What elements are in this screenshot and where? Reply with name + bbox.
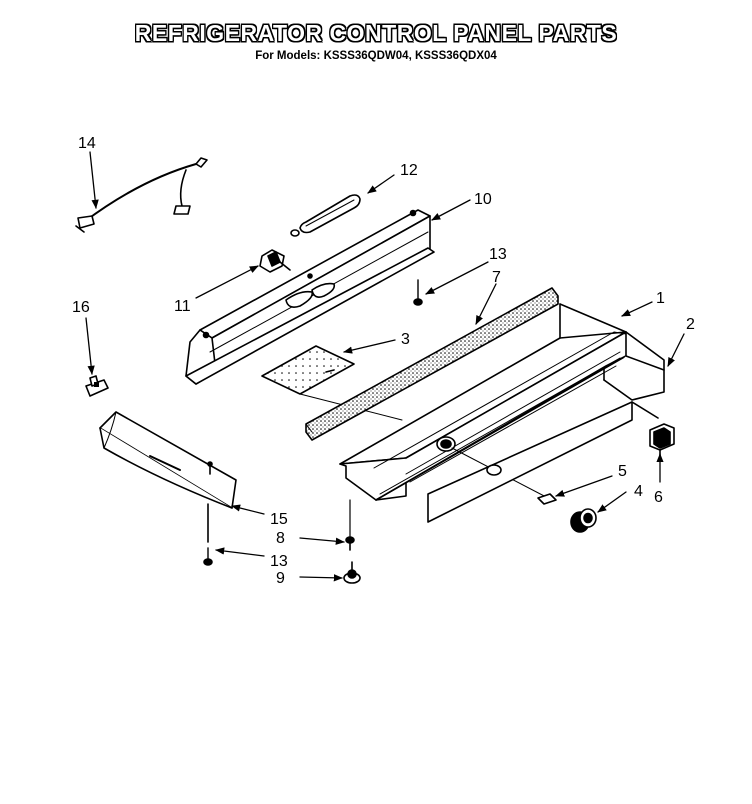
callout-5: 5 xyxy=(618,463,627,480)
callout-15: 15 xyxy=(270,511,288,528)
part-6-switch xyxy=(649,423,675,459)
part-10-control-bracket xyxy=(185,209,435,385)
callout-10: 10 xyxy=(474,191,492,208)
callout-6: 6 xyxy=(654,489,663,506)
part-5-knob-clip xyxy=(537,493,557,505)
part-16-clip xyxy=(85,375,109,397)
diagram-subtitle: For Models: KSSS36QDW04, KSSS36QDX04 xyxy=(255,50,497,62)
callout-7: 7 xyxy=(492,269,501,286)
part-1-control-panel-housing xyxy=(339,303,665,501)
part-14-wire-harness xyxy=(75,157,208,233)
leader-lines xyxy=(85,151,685,582)
part-3-control-board xyxy=(261,345,403,421)
callout-16: 16 xyxy=(72,299,90,316)
callout-3: 3 xyxy=(401,331,410,348)
part-4-knob xyxy=(570,508,597,533)
part-12-light-tube xyxy=(290,194,361,237)
part-8-screw xyxy=(345,499,355,551)
callout-11: 11 xyxy=(174,298,191,315)
callout-1: 1 xyxy=(656,290,665,307)
part-9-leveling-foot xyxy=(343,561,361,584)
callout-numbers: 14 12 10 13 7 1 2 3 11 16 15 5 4 6 8 13 … xyxy=(72,135,695,587)
part-11-lamp-socket xyxy=(259,249,291,273)
part-15-cover xyxy=(99,411,237,543)
callout-9: 9 xyxy=(276,570,285,587)
part-13-screw-lower xyxy=(203,547,213,566)
callout-13-lower: 13 xyxy=(270,553,288,570)
callout-2: 2 xyxy=(686,316,695,333)
callout-8: 8 xyxy=(276,530,285,547)
diagram-title: REFRIGERATOR CONTROL PANEL PARTS xyxy=(134,20,618,46)
part-2-front-trim xyxy=(427,401,659,523)
callout-14: 14 xyxy=(78,135,96,152)
callout-12: 12 xyxy=(400,162,418,179)
part-13-screw-upper xyxy=(413,279,423,306)
callout-4: 4 xyxy=(634,483,643,500)
part-7-gasket-strip xyxy=(305,287,559,441)
callout-13-upper: 13 xyxy=(489,246,507,263)
